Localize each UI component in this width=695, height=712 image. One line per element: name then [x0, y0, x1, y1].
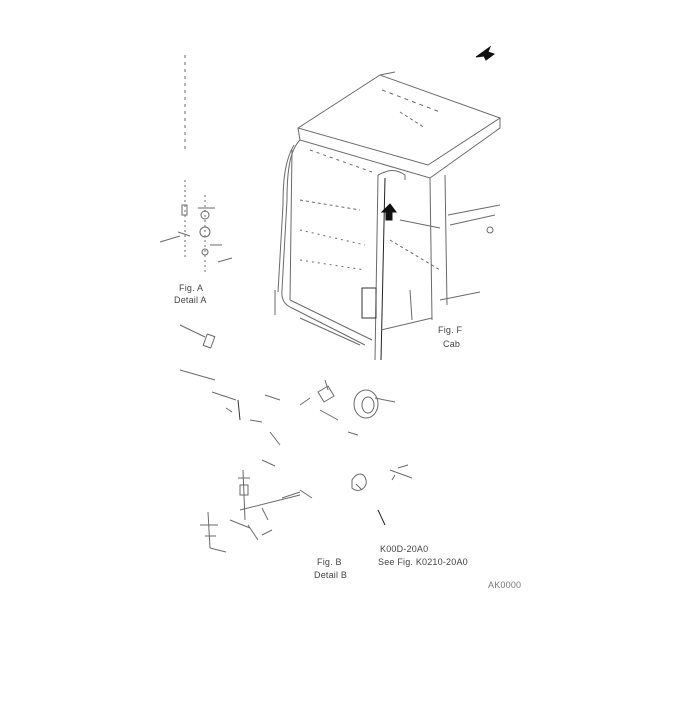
reference-part-number: K00D-20A0: [380, 544, 429, 554]
cab-assembly: [275, 72, 500, 360]
detail-b-label: Detail B: [314, 570, 348, 580]
fig-a-label: Fig. A: [179, 283, 204, 293]
drawing-number: AK0000: [488, 580, 522, 590]
arrow-top-right: [476, 47, 494, 60]
cab-fig-label: Fig. F: [438, 325, 463, 335]
detail-b-parts: [200, 465, 412, 552]
see-figure-reference: See Fig. K0210-20A0: [378, 557, 468, 567]
loose-parts: [180, 325, 395, 466]
cab-label: Cab: [443, 339, 461, 349]
arrow-door: [382, 204, 396, 220]
detail-a-parts: [160, 55, 232, 275]
detail-a-label: Detail A: [174, 295, 207, 305]
fig-b-label: Fig. B: [317, 557, 342, 567]
